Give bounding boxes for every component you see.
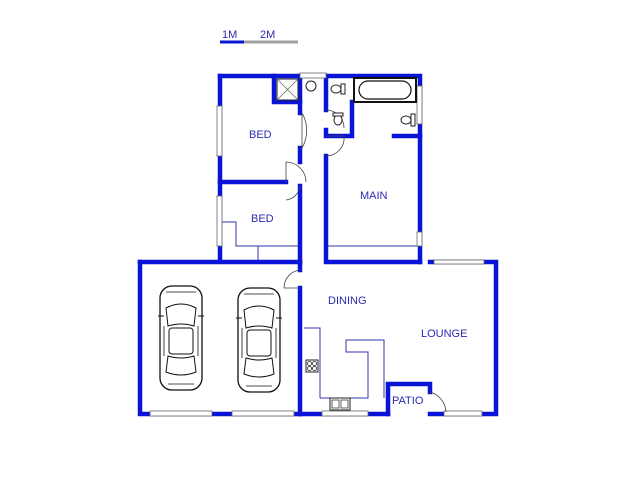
wall-patio (385, 381, 433, 417)
kitchen-counter-left (304, 327, 321, 398)
sink-icon (329, 397, 351, 411)
basin-icon (305, 80, 317, 92)
room-label-dining: DINING (328, 295, 367, 307)
door-bed-2-swing (285, 185, 301, 201)
car-1-icon (158, 285, 204, 391)
window-kitchen (321, 410, 369, 417)
interior-lines (222, 221, 418, 399)
room-label-bed-1: BED (249, 129, 272, 141)
window-bed-2 (216, 195, 223, 247)
door-main (325, 135, 345, 157)
door-patio (429, 391, 447, 413)
garage-door-1 (149, 410, 213, 417)
room-label-main: MAIN (360, 190, 388, 202)
room-labels: BED BED MAIN DINING LOUNGE PATIO (249, 129, 467, 407)
window-bed-1 (216, 105, 223, 157)
window-main (416, 231, 423, 247)
window-lounge (443, 410, 483, 417)
bathroom-fixtures (276, 77, 417, 127)
windows (149, 72, 485, 417)
scale-label-1m: 1M (222, 29, 237, 41)
room-label-lounge: LOUNGE (421, 328, 467, 340)
built-in-cupboard-bed (222, 221, 300, 247)
scale-label-2m: 2M (260, 29, 275, 41)
toilet-icon (330, 84, 342, 94)
basin-en-suite-icon (400, 115, 412, 125)
garage-door-2 (231, 410, 295, 417)
room-label-patio: PATIO (392, 395, 424, 407)
wall-top-right (323, 73, 423, 265)
stove-icon (305, 359, 319, 373)
window-bath-side (416, 85, 423, 125)
scale-bar: 1M 2M (220, 29, 298, 44)
kitchen-counter-island (320, 339, 385, 399)
room-label-bed-2: BED (251, 213, 274, 225)
car-2-icon (236, 287, 282, 393)
window-bath (299, 72, 327, 79)
door-garage (283, 269, 301, 289)
wall-en-suite (323, 127, 351, 139)
sliding-door-lounge (433, 259, 485, 265)
wall-shower (271, 73, 303, 105)
door-bed-2 (285, 161, 307, 183)
wall-main-bottom (323, 153, 423, 265)
kitchen-fixtures (305, 359, 351, 411)
doors (283, 109, 447, 413)
door-bed-1 (301, 112, 308, 150)
